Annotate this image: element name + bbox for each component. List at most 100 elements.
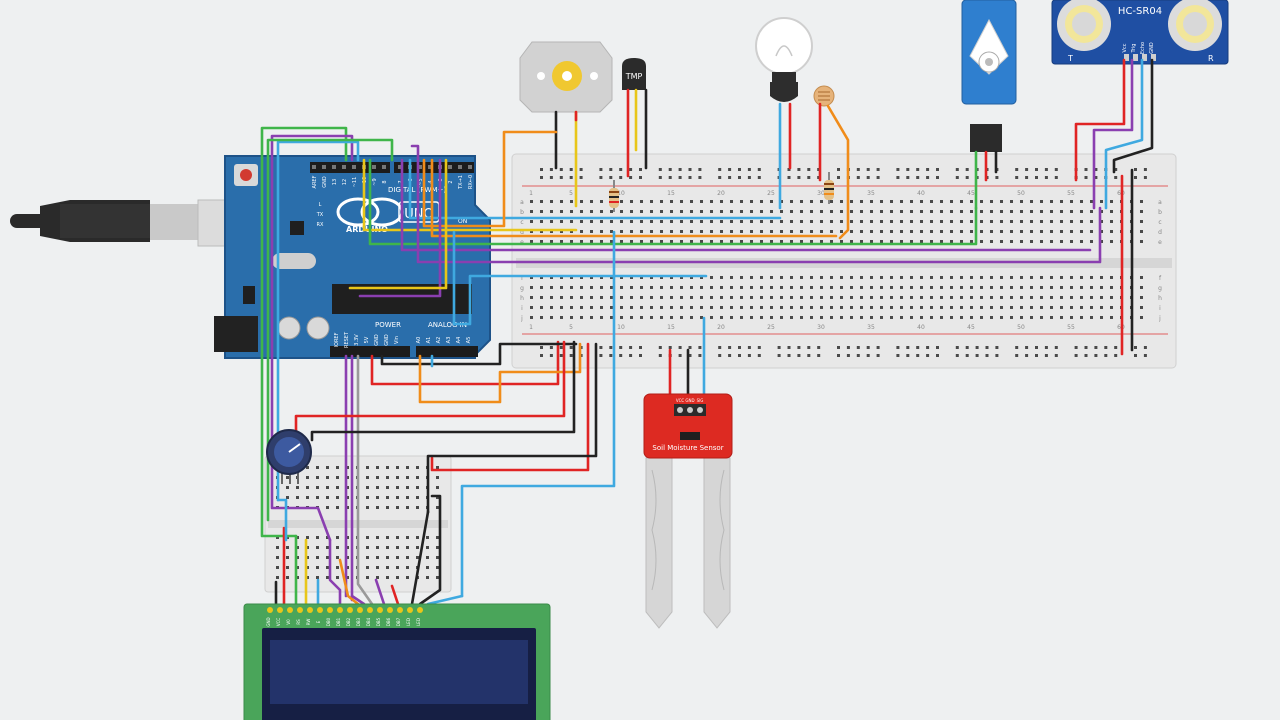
breadboard-hole[interactable] [376,486,379,489]
breadboard-hole[interactable] [550,276,553,279]
header-pin[interactable] [458,165,462,169]
breadboard-hole[interactable] [965,168,969,171]
breadboard-hole[interactable] [740,306,743,309]
breadboard-hole[interactable] [1050,240,1053,243]
breadboard-hole[interactable] [1080,200,1083,203]
breadboard-hole[interactable] [820,230,823,233]
breadboard-hole[interactable] [926,346,930,349]
breadboard-hole[interactable] [1060,286,1063,289]
breadboard-hole[interactable] [326,546,329,549]
breadboard-hole[interactable] [750,306,753,309]
breadboard-hole[interactable] [920,296,923,299]
breadboard-hole[interactable] [630,210,633,213]
photoresistor[interactable] [813,85,835,107]
breadboard-hole[interactable] [1100,286,1103,289]
breadboard-hole[interactable] [1000,286,1003,289]
breadboard-hole[interactable] [970,220,973,223]
breadboard-hole[interactable] [770,286,773,289]
breadboard-hole[interactable] [950,286,953,289]
breadboard-hole[interactable] [1050,230,1053,233]
breadboard-hole[interactable] [940,220,943,223]
breadboard-hole[interactable] [950,296,953,299]
breadboard-hole[interactable] [1040,220,1043,223]
breadboard-hole[interactable] [1050,286,1053,289]
breadboard-hole[interactable] [1070,210,1073,213]
breadboard-hole[interactable] [916,168,920,171]
breadboard-hole[interactable] [936,346,939,349]
breadboard-hole[interactable] [807,354,811,357]
breadboard-hole[interactable] [396,486,399,489]
breadboard-hole[interactable] [610,220,613,223]
breadboard-hole[interactable] [1044,168,1048,171]
breadboard-hole[interactable] [790,306,793,309]
breadboard-hole[interactable] [620,230,623,233]
breadboard-hole[interactable] [670,210,673,213]
breadboard-hole[interactable] [916,346,920,349]
breadboard-hole[interactable] [730,240,733,243]
breadboard-hole[interactable] [750,316,753,319]
breadboard-hole[interactable] [1040,306,1043,309]
breadboard-hole[interactable] [718,346,722,349]
breadboard-hole[interactable] [995,176,999,179]
breadboard-hole[interactable] [396,556,399,559]
breadboard-hole[interactable] [896,346,900,349]
breadboard-hole[interactable] [750,276,753,279]
breadboard-hole[interactable] [1000,316,1003,319]
breadboard-hole[interactable] [580,200,583,203]
breadboard-hole[interactable] [960,200,963,203]
breadboard-hole[interactable] [920,286,923,289]
breadboard-hole[interactable] [810,286,813,289]
breadboard-hole[interactable] [1100,240,1103,243]
breadboard-hole[interactable] [955,354,959,357]
breadboard-hole[interactable] [570,286,573,289]
breadboard-hole[interactable] [1090,316,1093,319]
breadboard-hole[interactable] [710,230,713,233]
breadboard-hole[interactable] [940,210,943,213]
breadboard-hole[interactable] [876,168,880,171]
breadboard-hole[interactable] [880,230,883,233]
breadboard-hole[interactable] [1030,286,1033,289]
breadboard-hole[interactable] [640,230,643,233]
breadboard-hole[interactable] [1000,276,1003,279]
breadboard-hole[interactable] [900,286,903,289]
breadboard-hole[interactable] [830,210,833,213]
header-pin[interactable] [428,165,432,169]
breadboard-hole[interactable] [870,200,873,203]
breadboard-hole[interactable] [750,210,753,213]
breadboard-hole[interactable] [580,296,583,299]
breadboard-hole[interactable] [738,354,741,357]
breadboard-hole[interactable] [530,306,533,309]
breadboard-hole[interactable] [1040,240,1043,243]
breadboard-hole[interactable] [619,176,623,179]
breadboard-hole[interactable] [718,354,722,357]
breadboard-hole[interactable] [790,200,793,203]
breadboard-hole[interactable] [1044,176,1048,179]
breadboard-hole[interactable] [620,200,623,203]
lcd-pin[interactable] [297,607,303,613]
breadboard-hole[interactable] [920,316,923,319]
breadboard-hole[interactable] [1060,306,1063,309]
breadboard-hole[interactable] [1000,230,1003,233]
breadboard-hole[interactable] [1090,276,1093,279]
breadboard-hole[interactable] [286,476,289,479]
breadboard-hole[interactable] [890,296,893,299]
breadboard-hole[interactable] [346,576,349,579]
breadboard-hole[interactable] [610,240,613,243]
breadboard-hole[interactable] [276,566,279,569]
breadboard-hole[interactable] [1020,306,1023,309]
breadboard-hole[interactable] [1080,296,1083,299]
breadboard-hole[interactable] [540,200,543,203]
breadboard-hole[interactable] [970,230,973,233]
breadboard-hole[interactable] [580,276,583,279]
breadboard-hole[interactable] [678,354,682,357]
breadboard-hole[interactable] [730,220,733,223]
breadboard-hole[interactable] [336,476,339,479]
breadboard-hole[interactable] [296,496,299,499]
breadboard-hole[interactable] [1060,230,1063,233]
breadboard-hole[interactable] [640,296,643,299]
breadboard-hole[interactable] [840,276,843,279]
breadboard-hole[interactable] [376,466,379,469]
breadboard-hole[interactable] [630,316,633,319]
breadboard-hole[interactable] [856,346,860,349]
breadboard-hole[interactable] [1090,220,1093,223]
